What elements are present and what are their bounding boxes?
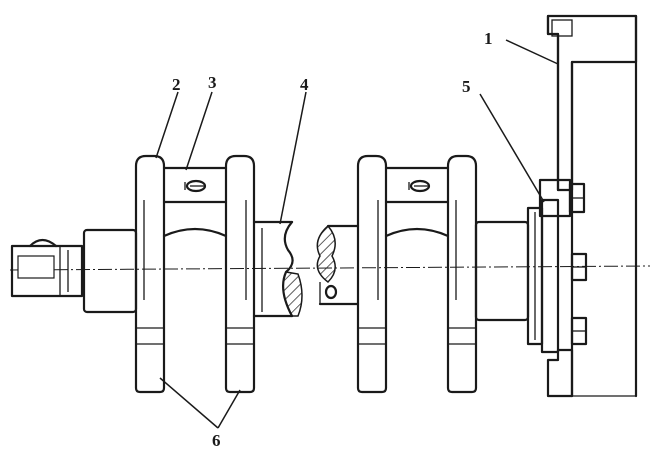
callout-5: 5 (462, 77, 471, 96)
leader-1 (505, 39, 559, 65)
leader-4 (279, 91, 307, 225)
main-journal-center (252, 220, 303, 318)
leader-2 (155, 91, 179, 159)
rear-flange (526, 198, 560, 354)
flywheel-bolt-middle (570, 252, 588, 282)
main-journal-rear (474, 220, 530, 322)
callout-4: 4 (300, 75, 309, 94)
callout-1: 1 (484, 29, 493, 48)
callout-3: 3 (208, 73, 217, 92)
crank-throw-2 (356, 154, 478, 394)
shaft-section-right (316, 224, 360, 306)
callout-2: 2 (172, 75, 181, 94)
callout-6: 6 (212, 431, 221, 450)
flywheel (546, 14, 638, 398)
leader-3 (185, 91, 213, 171)
leader-6b (217, 389, 241, 429)
shaft-front-end (10, 238, 84, 298)
flywheel-bolt-bottom (570, 316, 588, 346)
crank-throw-1 (134, 154, 256, 394)
leader-6a (159, 377, 219, 429)
leader-5 (479, 93, 545, 203)
flywheel-bolt-top (538, 178, 586, 218)
main-journal-front (82, 228, 138, 314)
